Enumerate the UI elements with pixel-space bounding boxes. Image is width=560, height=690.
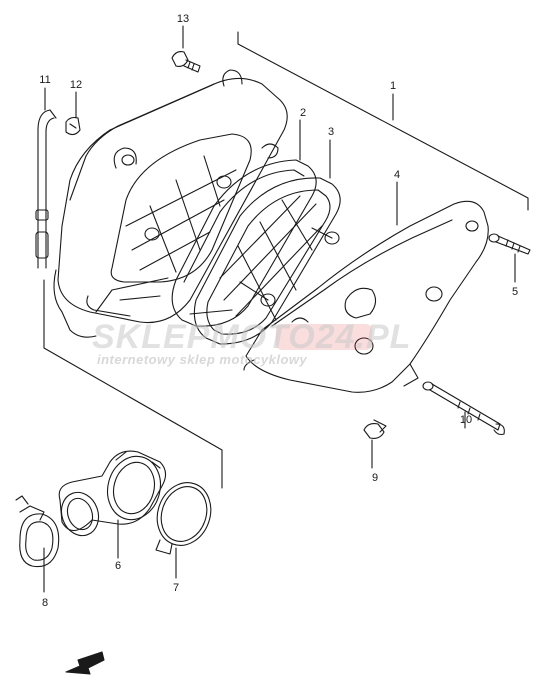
callout-1: 1 [389, 80, 397, 92]
filter-element-part-2 [171, 159, 317, 327]
callout-11: 11 [39, 74, 51, 86]
callout-5: 5 [511, 286, 519, 298]
callout-9: 9 [371, 472, 379, 484]
screw-part-10 [422, 381, 505, 436]
hose-clip-part-12 [65, 116, 81, 136]
fwd-arrow-icon [65, 651, 105, 675]
watermark-brand: SKLEPMOTO24.PL [92, 318, 412, 356]
breather-hose-part-11 [35, 109, 57, 269]
callout-13: 13 [176, 13, 190, 25]
filter-frame-part-3 [193, 177, 341, 345]
callout-4: 4 [393, 169, 401, 181]
screw-part-13 [171, 51, 201, 73]
callout-10: 10 [459, 414, 473, 426]
callout-2: 2 [299, 107, 307, 119]
watermark-tagline: internetowy sklep motocyklowy [97, 352, 308, 367]
grouping-bracket-lines [43, 25, 529, 593]
air-cleaner-case [53, 69, 288, 338]
screw-part-5 [488, 233, 531, 255]
callout-7: 7 [172, 582, 180, 594]
callout-3: 3 [327, 126, 335, 138]
air-cleaner-cap-part-4 [243, 200, 489, 393]
connecting-tube-part-6 [58, 450, 167, 537]
watermark-accent [276, 324, 372, 350]
screw-part-9 [363, 419, 387, 439]
hose-clamp-part-8 [15, 495, 60, 568]
callout-12: 12 [69, 79, 83, 91]
callout-8: 8 [41, 597, 49, 609]
callout-6: 6 [114, 560, 122, 572]
hose-clamp-part-7 [155, 482, 212, 555]
